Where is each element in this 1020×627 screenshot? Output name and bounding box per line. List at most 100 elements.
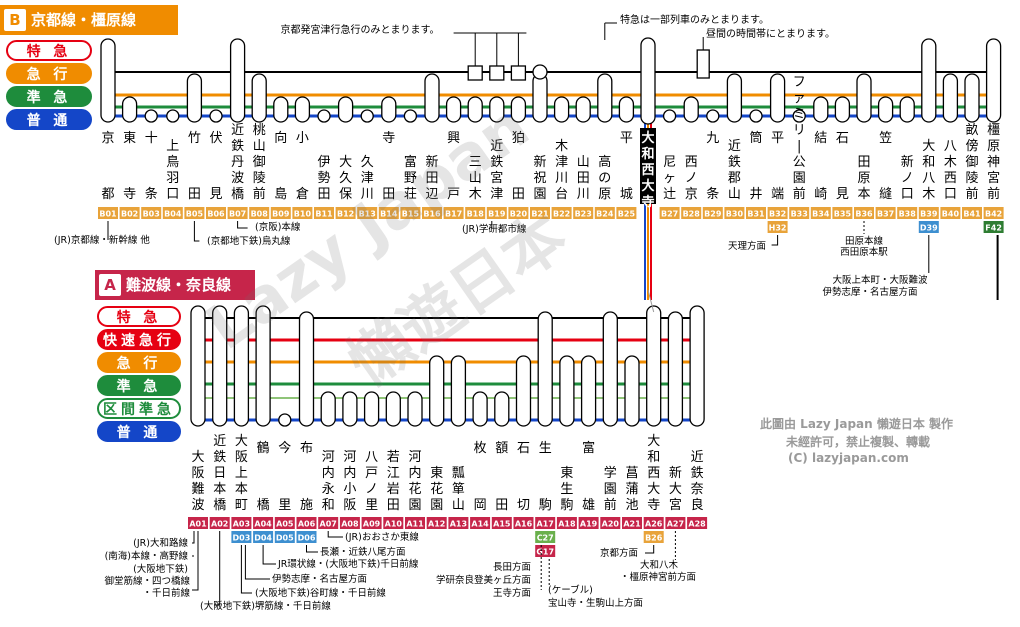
station-name-namba-char: 額	[495, 441, 508, 456]
station-code-badge	[443, 207, 464, 219]
station-name-kyoto-char: 高	[598, 154, 611, 170]
station-name-kyoto-char: ノ	[901, 171, 914, 186]
station-name-namba-char: 河	[322, 450, 335, 465]
station-name-namba-char: 駒	[560, 498, 573, 513]
station-stop-marker	[229, 38, 246, 123]
station-stop-marker	[385, 391, 401, 427]
station-stop-marker	[445, 96, 462, 123]
station-name-namba-char: 箪	[452, 482, 465, 497]
station-code-badge	[508, 207, 529, 219]
station-name-namba-char: 岩	[387, 482, 400, 497]
station-stop-marker	[424, 73, 440, 123]
station-name-kyoto: 寺	[382, 131, 395, 146]
station-name-kyoto: 縫	[879, 187, 892, 202]
station-name-kyoto: 久津川	[361, 155, 374, 202]
sub-code-badge	[767, 221, 788, 233]
station-name-kyoto-char: 小	[296, 131, 309, 146]
sub-code-text: D04	[254, 534, 272, 543]
transfer-pointer	[193, 221, 200, 242]
station-name-namba: 瓢箪山	[452, 466, 465, 513]
station-name-kyoto-char: 上	[166, 139, 179, 154]
station-name-kyoto: 田原本	[857, 155, 870, 202]
station-code-badge	[535, 517, 556, 529]
station-name-kyoto: 井	[749, 187, 762, 202]
transfer-namba-10: (JR)おおさか東線	[345, 531, 419, 543]
station-name-kyoto-char: 川	[555, 171, 568, 186]
station-name-kyoto: 小	[296, 131, 309, 146]
station-name-kyoto-char: 島	[274, 187, 287, 202]
station-name-namba-char: 花	[430, 481, 443, 497]
station-code-badge	[643, 517, 664, 529]
station-stop-marker	[683, 96, 699, 123]
station-name-kyoto: 城	[620, 187, 633, 202]
station-name-namba: 切	[517, 498, 530, 513]
station-code-badge	[184, 207, 205, 219]
station-name-kyoto: 新ノ口	[901, 154, 914, 202]
station-code-text: B23	[575, 210, 592, 219]
station-name-kyoto-char: 筒	[749, 130, 762, 146]
transfer-namba-11: 長田方面	[493, 561, 531, 573]
station-name-namba: 大阪上本町	[235, 434, 248, 513]
station-name-namba-char: 橋	[213, 498, 226, 513]
station-stop-marker	[899, 96, 915, 123]
station-name-kyoto: 尼ヶ辻	[663, 155, 676, 202]
station-stop-marker	[580, 355, 597, 427]
station-code-text: A21	[623, 520, 641, 529]
station-code-text: A27	[667, 520, 684, 529]
station-name-namba-char: ノ	[365, 482, 378, 497]
station-name-kyoto-char: 辻	[663, 187, 676, 202]
station-name-kyoto-char: 口	[166, 187, 179, 202]
station-name-kyoto-char: 東	[123, 130, 136, 146]
station-code-text: A01	[189, 520, 207, 529]
station-name-namba-char: 東	[430, 465, 443, 481]
station-name-kyoto-char: 津	[490, 187, 503, 202]
station-name-kyoto: 見	[209, 187, 222, 202]
station-name-kyoto-char: 興	[447, 131, 460, 146]
station-name-namba: 菖蒲池	[625, 466, 638, 513]
sub-code-text: G17	[536, 548, 554, 557]
station-name-kyoto-char: 近	[490, 139, 503, 154]
station-name-kyoto-char: 田	[512, 187, 525, 202]
station-name-kyoto-char: 前	[253, 186, 266, 202]
station-name-namba: 橋	[257, 498, 270, 513]
transfer-gakken: (JR)学研都市線	[462, 223, 527, 235]
station-name-kyoto-char: 井	[749, 187, 762, 202]
transfer-namba-18: ・橿原神宮前方面	[620, 571, 696, 583]
station-name-namba-char: 波	[191, 498, 204, 513]
station-name-kyoto: 平	[620, 131, 633, 146]
station-name-kyoto: 橿原神宮前	[987, 123, 1000, 202]
station-name-saidaiji-char: 大	[641, 178, 654, 194]
station-name-kyoto-char: 八	[944, 139, 957, 154]
station-name-namba-char: 田	[387, 498, 400, 513]
sub-code-badge	[643, 531, 664, 543]
station-name-saidaiji-char: 和	[641, 146, 654, 162]
station-name-kyoto-char: 向	[274, 130, 287, 146]
station-name-kyoto-char: 本	[857, 187, 870, 202]
station-name-namba-char: 河	[343, 450, 356, 465]
station-code-text: B17	[445, 210, 462, 219]
station-name-namba-char: 前	[604, 497, 617, 513]
station-name-namba-char: 難	[191, 482, 204, 497]
note-stop-square	[467, 65, 483, 81]
transfer-pointer	[192, 531, 195, 544]
transfer-tenri: 天理方面	[728, 240, 766, 252]
station-name-namba-char: 本	[213, 482, 226, 497]
station-code-badge	[98, 207, 118, 219]
station-name-namba-char: 鶴	[257, 440, 270, 456]
station-code-text: B36	[855, 210, 873, 219]
station-name-kyoto: 京	[101, 131, 114, 146]
station-name-kyoto-char: 田	[857, 155, 870, 170]
note-stop-square	[510, 65, 527, 81]
station-stop-marker	[537, 311, 553, 427]
station-name-kyoto-char: 崎	[814, 187, 827, 202]
station-stop-marker	[212, 305, 228, 427]
transfer-namba-12: 学研奈良登美ヶ丘方面	[436, 574, 531, 586]
transfer-pointer	[771, 235, 779, 246]
station-name-namba-char: 阪	[235, 450, 248, 465]
station-name-namba-char: 蒲	[625, 482, 638, 497]
station-name-namba-char: 若	[387, 449, 400, 465]
station-name-kyoto-char: 前	[965, 186, 978, 202]
station-name-namba-char: 枚	[474, 441, 487, 456]
station-name-kyoto: 田	[188, 187, 201, 202]
